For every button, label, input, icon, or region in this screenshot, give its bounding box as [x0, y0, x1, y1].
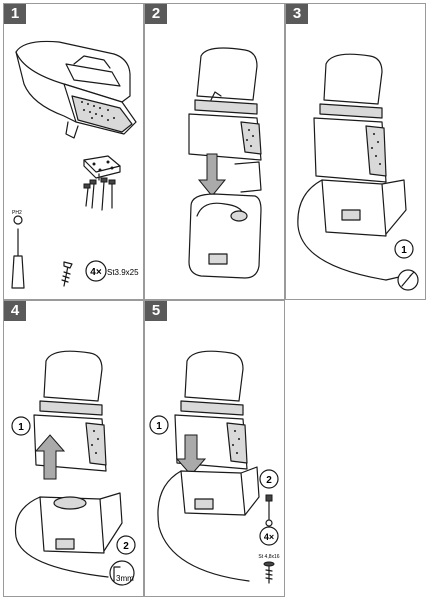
screw-icon [263, 561, 275, 584]
step-2-number: 2 [145, 4, 167, 24]
armrest-drawing [188, 47, 262, 161]
callout-1-label: 1 [156, 421, 162, 432]
step-4-panel: 4 1 2 [3, 300, 144, 597]
step-5-panel: 5 1 2 [144, 300, 285, 597]
screwdriver-icon [397, 269, 419, 291]
step-5-number: 5 [145, 301, 167, 321]
armrest-drawing [15, 40, 137, 139]
step-3-number: 3 [286, 4, 308, 24]
step-3-illustration: 1 [297, 53, 419, 291]
screw-spec-label: St3.9x25 [107, 268, 139, 277]
callout-2-circle [116, 535, 136, 555]
bolt-icon [265, 494, 273, 527]
armrest-drawing [313, 53, 387, 183]
step-1-panel: 1 [3, 3, 144, 300]
step-5-illustration: 1 2 4× St 4,8x16 [149, 350, 280, 584]
callout-1-circle [11, 416, 31, 436]
screw-icon [61, 261, 73, 287]
quantity-label: 4× [90, 267, 102, 278]
bit-label: PH2 [12, 210, 22, 216]
callout-1-circle [149, 415, 169, 435]
step-1-number: 1 [4, 4, 26, 24]
console-drawing [14, 492, 123, 578]
callout-1-label: 1 [18, 422, 24, 433]
screw-spec-label: St 4,8x16 [258, 554, 279, 560]
quantity-circle [259, 526, 279, 546]
callout-2-label: 2 [266, 475, 272, 486]
console-drawing [157, 466, 260, 582]
down-arrow-icon [197, 153, 227, 197]
down-arrow-icon [175, 434, 207, 476]
armrest-drawing [174, 350, 248, 470]
mounting-plate-drawing [83, 155, 121, 179]
console-base-drawing [188, 161, 262, 279]
step-2-panel: 2 [144, 3, 285, 300]
step-1-illustration: PH2 4× St3.9x25 [11, 40, 139, 289]
step-4-illustration: 1 2 3mm [11, 350, 136, 586]
callout-2-circle [259, 469, 279, 489]
quantity-label: 4× [264, 532, 274, 542]
callout-label: 1 [401, 245, 407, 256]
quantity-circle [85, 260, 107, 282]
up-arrow-icon [34, 434, 66, 480]
step-2-illustration [188, 47, 262, 279]
screwdriver-drawing [11, 215, 25, 289]
callout-2-label: 2 [123, 541, 129, 552]
screws-drawing [83, 173, 116, 211]
console-drawing [297, 179, 413, 281]
step-3-panel: 3 1 [285, 3, 426, 300]
step-4-number: 4 [4, 301, 26, 321]
tool-size-label: 3mm [116, 574, 134, 583]
callout-circle [394, 239, 414, 259]
